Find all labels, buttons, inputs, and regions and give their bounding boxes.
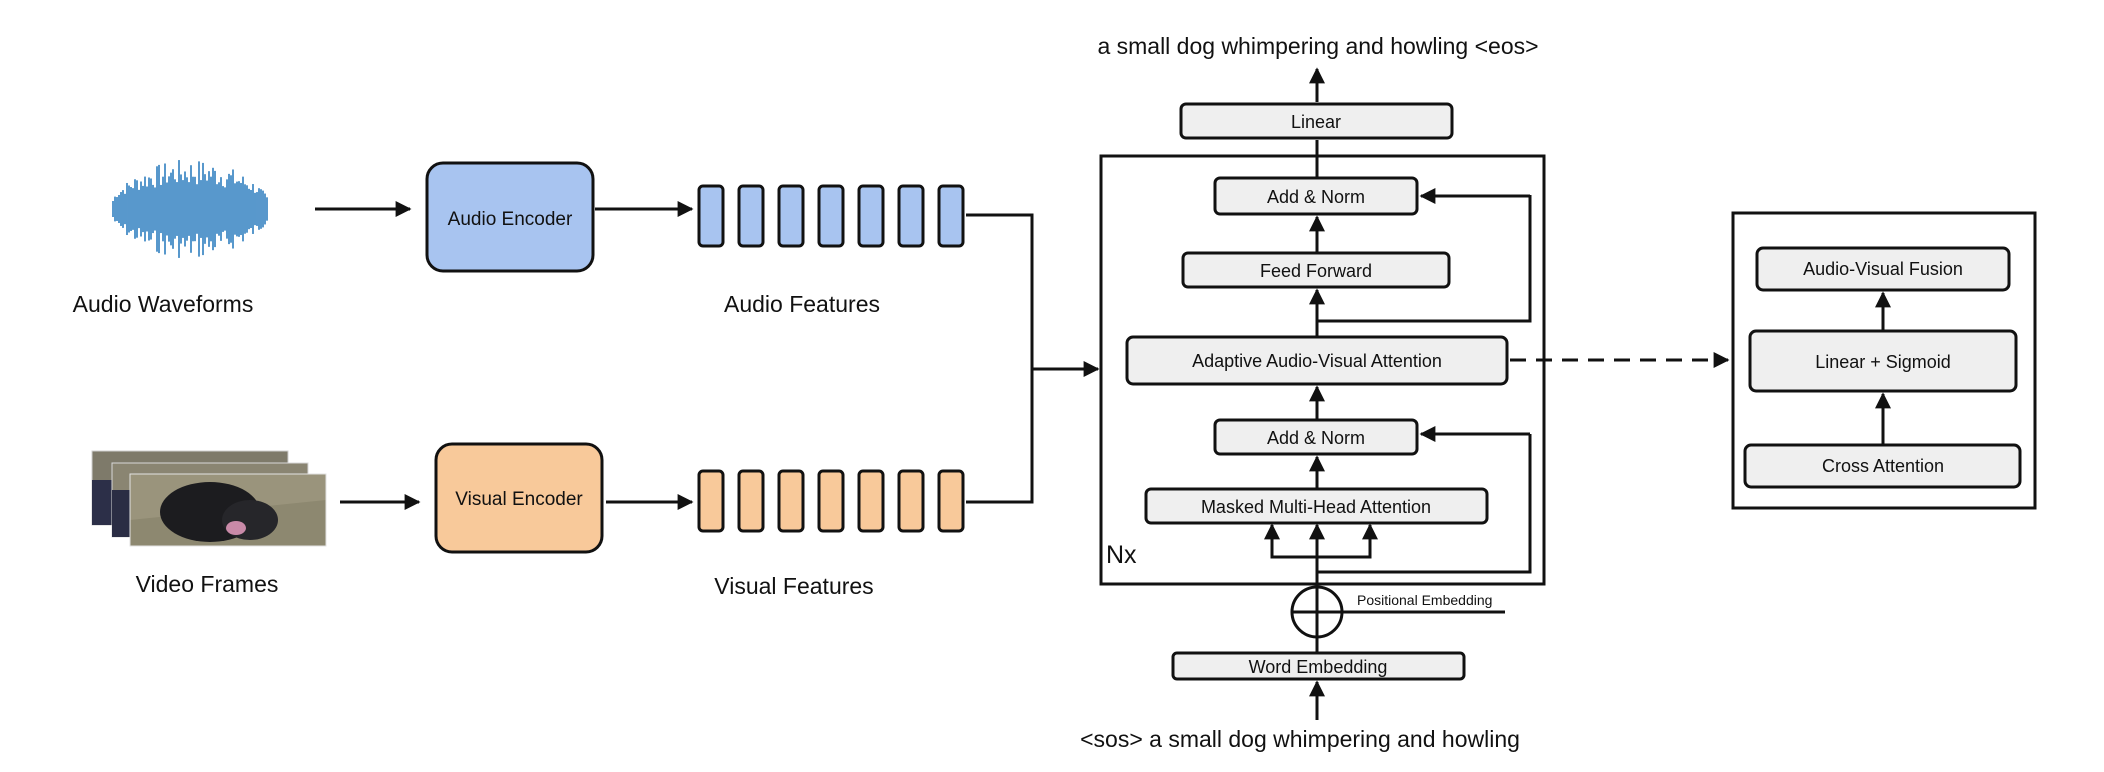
fusion-block: Audio-Visual Fusion <box>1755 246 2011 292</box>
visual-feature-token-5 <box>857 469 885 533</box>
repeat-count-label: Nx <box>1106 541 1137 569</box>
feed-forward-block: Feed Forward <box>1181 251 1451 289</box>
add-norm-top-block: Add & Norm <box>1213 176 1419 216</box>
audio-features-label: Audio Features <box>724 291 880 317</box>
video-frames-label: Video Frames <box>136 571 279 597</box>
audio-feature-tokens <box>697 184 965 248</box>
linear-label: Linear <box>1291 112 1341 132</box>
video-frames-image <box>91 450 327 547</box>
masked-attention-label: Masked Multi-Head Attention <box>1201 497 1431 517</box>
audio-encoder-block: Audio Encoder <box>425 161 595 273</box>
audio-feature-token-4 <box>817 184 845 248</box>
audio-feature-token-1 <box>697 184 725 248</box>
word-embedding-label: Word Embedding <box>1249 657 1388 677</box>
audio-feature-token-7 <box>937 184 965 248</box>
output-caption: a small dog whimpering and howling <eos> <box>1097 33 1538 59</box>
qkv-split-connector <box>1270 526 1372 559</box>
word-embedding-block: Word Embedding <box>1171 651 1466 681</box>
visual-encoder-label: Visual Encoder <box>455 489 583 510</box>
visual-feature-token-6 <box>897 469 925 533</box>
visual-feature-tokens <box>697 469 965 533</box>
input-caption: <sos> a small dog whimpering and howling <box>1080 726 1520 752</box>
audio-feature-token-6 <box>897 184 925 248</box>
add-norm-bottom-label: Add & Norm <box>1267 428 1365 448</box>
visual-feature-token-2 <box>737 469 765 533</box>
audio-encoder-label: Audio Encoder <box>448 209 573 230</box>
visual-feature-token-3 <box>777 469 805 533</box>
visual-feature-token-4 <box>817 469 845 533</box>
cross-attention-block: Cross Attention <box>1743 443 2022 489</box>
feature-merge-connector <box>966 213 1034 504</box>
visual-features-label: Visual Features <box>714 573 873 599</box>
fusion-label: Audio-Visual Fusion <box>1803 259 1963 279</box>
linear-block: Linear <box>1179 102 1454 140</box>
positional-embedding-add-icon <box>1290 585 1344 639</box>
adaptive-attention-block: Adaptive Audio-Visual Attention <box>1125 335 1509 386</box>
residual-connector-bottom <box>1317 434 1532 574</box>
detail-panel-frame <box>1731 211 2037 510</box>
positional-embedding-label: Positional Embedding <box>1357 592 1492 608</box>
audio-waveform-icon <box>112 160 268 258</box>
add-norm-bottom-block: Add & Norm <box>1213 418 1419 456</box>
linear-sigmoid-block: Linear + Sigmoid <box>1748 329 2018 393</box>
audio-feature-token-5 <box>857 184 885 248</box>
residual-connector-top <box>1317 195 1532 323</box>
visual-feature-token-7 <box>937 469 965 533</box>
audio-feature-token-3 <box>777 184 805 248</box>
visual-feature-token-1 <box>697 469 725 533</box>
decoder-layer-frame <box>1099 154 1546 586</box>
visual-encoder-block: Visual Encoder <box>434 442 604 554</box>
cross-attention-label: Cross Attention <box>1822 456 1944 476</box>
linear-sigmoid-label: Linear + Sigmoid <box>1815 352 1951 372</box>
feed-forward-label: Feed Forward <box>1260 261 1372 281</box>
audio-waveforms-label: Audio Waveforms <box>73 291 254 317</box>
audio-feature-token-2 <box>737 184 765 248</box>
adaptive-attention-label: Adaptive Audio-Visual Attention <box>1192 351 1442 371</box>
masked-attention-block: Masked Multi-Head Attention <box>1144 487 1489 525</box>
add-norm-top-label: Add & Norm <box>1267 187 1365 207</box>
